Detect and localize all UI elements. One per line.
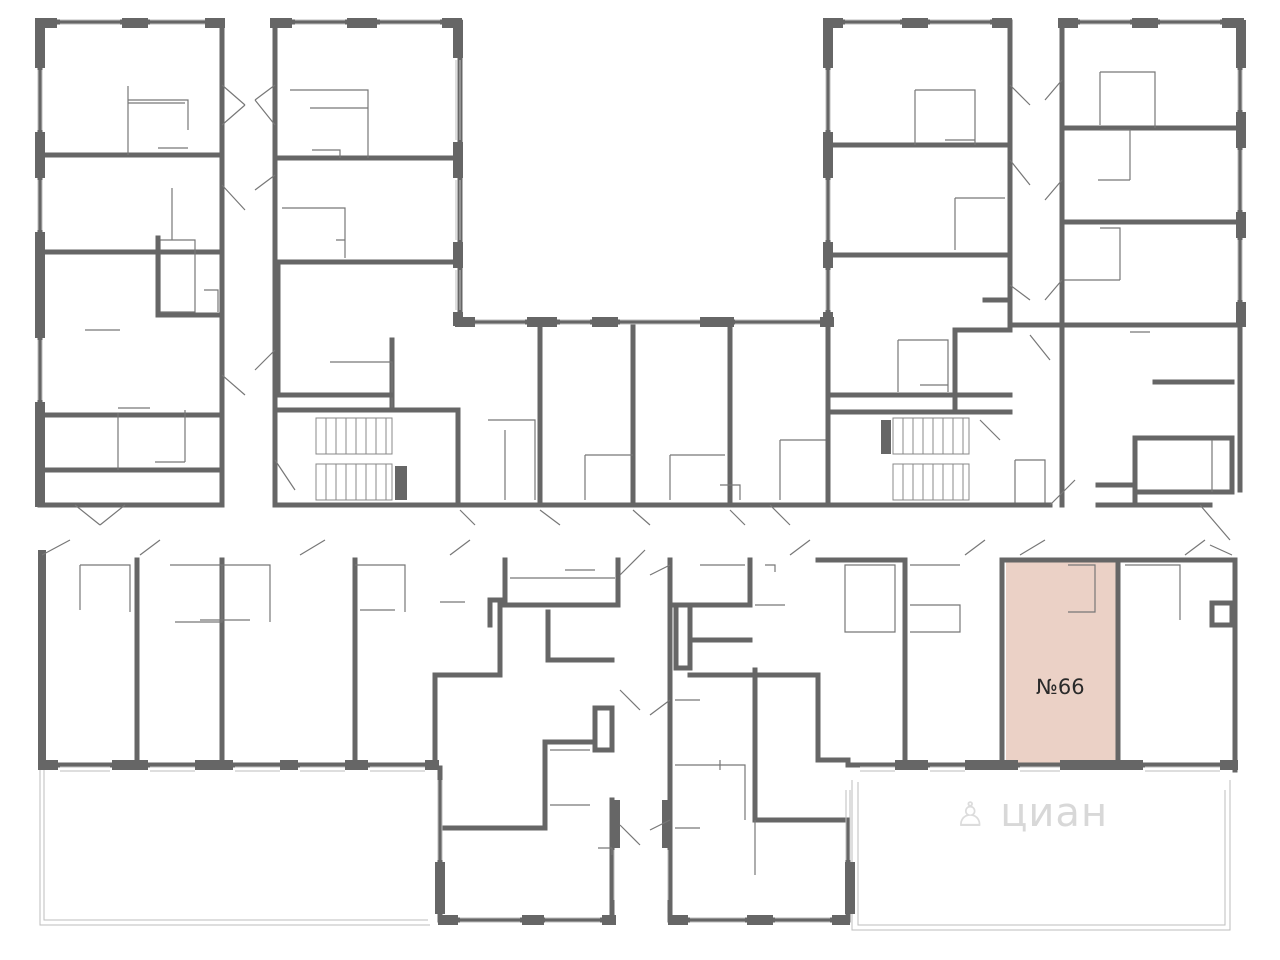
wall-piers — [35, 18, 1246, 925]
watermark-text: циан — [1000, 790, 1109, 836]
staircase-right — [881, 417, 970, 501]
person-icon: ♙ — [955, 795, 987, 835]
terrace-outlines — [39, 770, 1231, 931]
block-bottom-left — [39, 552, 621, 923]
apartment-66-label: №66 — [1036, 675, 1085, 699]
watermark: ♙ циан — [955, 790, 1108, 836]
staircase-left — [315, 417, 407, 501]
doors — [41, 79, 1233, 846]
windows — [37, 19, 1243, 923]
block-bottom-right — [667, 557, 1238, 923]
central-top-block — [455, 319, 838, 508]
wing-top-left — [37, 19, 463, 508]
apartment-66-highlight[interactable] — [1006, 562, 1118, 766]
